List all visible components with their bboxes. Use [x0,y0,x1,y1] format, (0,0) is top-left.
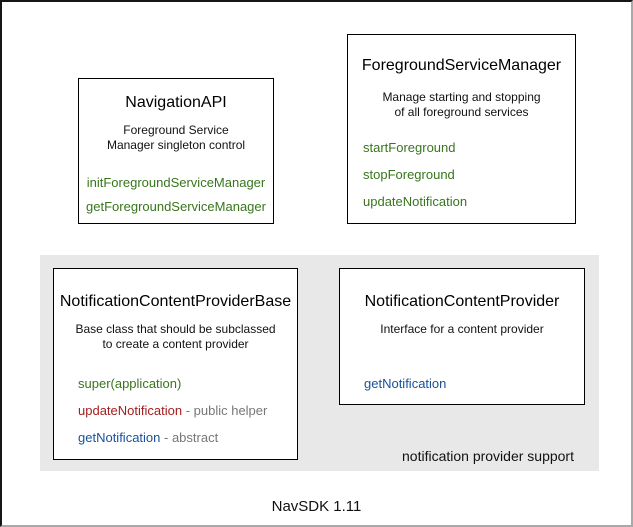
method-note: - public helper [182,403,268,418]
notification-content-provider-base-box: NotificationContentProviderBase Base cla… [53,268,298,460]
description-line: Base class that should be subclassed [75,322,276,336]
method-item: stopForeground [363,167,575,183]
method-note: - abstract [160,430,219,445]
method-item: getNotification [364,376,584,392]
method-item: super(application) [78,376,297,392]
notification-content-provider-base-methods: super(application) updateNotification - … [54,376,297,446]
notification-content-provider-box: NotificationContentProvider Interface fo… [339,268,585,405]
method-item: updateNotification [363,194,575,210]
method-name: getNotification [78,430,161,445]
notification-content-provider-base-title: NotificationContentProviderBase [59,293,292,310]
navigation-api-title: NavigationAPI [125,94,227,111]
method-item: getNotification - abstract [78,430,297,446]
method-name: updateNotification [363,194,468,209]
foreground-service-manager-title: ForegroundServiceManager [361,57,562,74]
foreground-service-manager-box: ForegroundServiceManager Manage starting… [347,34,576,224]
method-name: startForeground [363,140,456,155]
foreground-service-manager-methods: startForeground stopForeground updateNot… [348,140,575,210]
description-line: of all foreground services [394,105,529,119]
panel-label: notification provider support [402,448,574,464]
description-line: Foreground Service [123,123,229,137]
notification-content-provider-methods: getNotification [340,376,584,392]
method-name: stopForeground [363,167,455,182]
method-item: updateNotification - public helper [78,403,297,419]
notification-content-provider-title: NotificationContentProvider [364,293,560,310]
method-item: initForegroundServiceManager [79,175,273,191]
description-line: Interface for a content provider [380,322,544,336]
description-line: to create a content provider [102,337,249,351]
method-name: super(application) [78,376,182,391]
method-item: getForegroundServiceManager [79,199,273,215]
navigation-api-box: NavigationAPI Foreground Service Manager… [78,78,274,224]
notification-content-provider-description: Interface for a content provider [340,322,584,337]
description-line: Manage starting and stopping [382,90,541,104]
navigation-api-methods: initForegroundServiceManager getForegrou… [79,175,273,215]
notification-content-provider-base-description: Base class that should be subclassed to … [54,322,297,352]
description-line: Manager singleton control [106,138,246,152]
sdk-version-label: NavSDK 1.11 [271,498,362,515]
navigation-api-description: Foreground Service Manager singleton con… [79,123,273,153]
method-name: updateNotification [78,403,183,418]
method-name: initForegroundServiceManager [86,175,266,190]
foreground-service-manager-description: Manage starting and stopping of all fore… [348,90,575,120]
method-name: getForegroundServiceManager [86,199,266,214]
method-item: startForeground [363,140,575,156]
method-name: getNotification [364,376,447,391]
